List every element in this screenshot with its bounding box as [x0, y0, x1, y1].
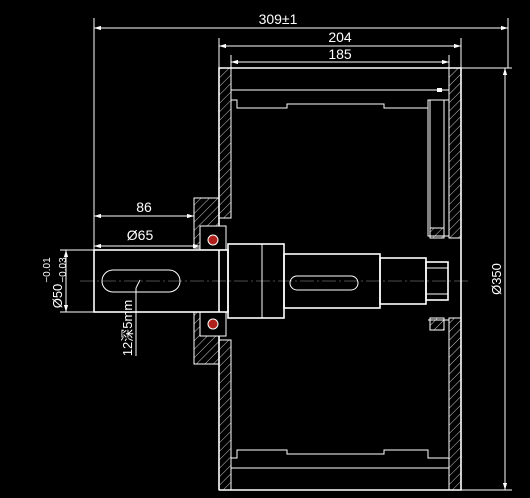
label-drum-outer-width: 204	[328, 29, 352, 45]
dimension-drum-diameter: Ø350	[461, 67, 512, 491]
dimension-drum-inner-width: 185	[230, 46, 450, 100]
dimension-shaft-step: Ø65	[94, 227, 201, 250]
label-shaft-step: Ø65	[127, 227, 154, 243]
label-shaft-extension: 86	[136, 199, 152, 215]
drum-body	[218, 67, 462, 491]
label-shaft-tolerance-upper: −0.01	[42, 257, 53, 283]
dimension-overall-length: 309±1	[93, 11, 509, 310]
keyway-note: 12深5mm	[120, 279, 141, 356]
bearing-ball-top	[207, 234, 219, 246]
label-shaft-tolerance-lower: −0.03	[58, 257, 69, 283]
bearing-housing	[193, 197, 227, 365]
dimension-shaft-diameter: Ø50 −0.01 −0.03	[42, 249, 94, 313]
label-drum-inner-width: 185	[328, 46, 352, 62]
label-drum-diameter: Ø350	[489, 263, 504, 295]
label-keyway-note: 12深5mm	[120, 300, 135, 356]
bearing-ball-bottom	[207, 318, 219, 330]
label-overall-length: 309±1	[259, 11, 298, 27]
dimension-shaft-extension: 86	[94, 198, 195, 222]
label-shaft-diameter: Ø50	[50, 284, 65, 309]
dimension-drum-outer-width: 204	[218, 29, 462, 90]
